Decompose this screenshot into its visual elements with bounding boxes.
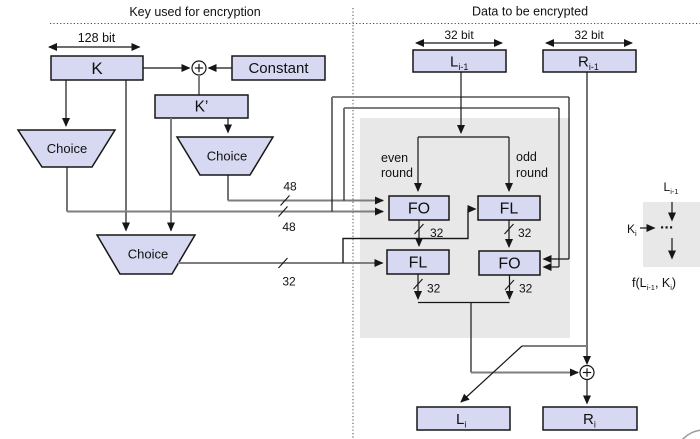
bus-48-wrap-outer <box>331 96 570 263</box>
mini-dots: ··· <box>660 220 674 237</box>
corner-arc <box>681 429 700 439</box>
bus-32-label: 32 <box>282 275 296 289</box>
fl-top-label: FL <box>500 201 519 218</box>
choice-b-trapezoid <box>175 136 275 176</box>
right-section-title: Data to be encrypted <box>472 5 588 19</box>
choice-c-trapezoid <box>95 234 197 275</box>
odd-round-label-1: odd <box>516 150 537 164</box>
bus-48-top-label: 48 <box>283 180 297 194</box>
l-output-label: Li <box>456 411 466 430</box>
bus-width-32-left-label: 32 bit <box>444 28 474 42</box>
bus-48-bottom-label: 48 <box>282 220 296 234</box>
slash-fl-bottom <box>413 278 423 290</box>
bus32-fl-bottom-label: 32 <box>427 282 441 296</box>
even-round-label-1: even <box>381 151 408 165</box>
xor-data-icon <box>579 364 595 381</box>
slash-fo-top <box>414 223 424 235</box>
bus32-fo-top-label: 32 <box>430 226 444 240</box>
key-kprime-label: K’ <box>195 99 209 116</box>
mini-l-label: Li-1 <box>664 180 679 196</box>
choice-c-label: Choice <box>128 247 168 262</box>
choice-b-label: Choice <box>207 149 247 164</box>
fl-bottom-label: FL <box>409 255 428 272</box>
even-round-label-2: round <box>381 166 413 180</box>
l-input-box <box>412 49 507 73</box>
bus-width-128-label: 128 bit <box>78 31 116 45</box>
slash-32-left <box>278 257 288 269</box>
wire-swap-diagonal <box>460 345 523 403</box>
mini-k-label: Ki <box>627 222 637 238</box>
bus32-fo-bottom-label: 32 <box>519 282 533 296</box>
slash-fo-bottom <box>504 279 515 291</box>
key-k-label: K <box>91 59 103 78</box>
bus-48-wrap-inner <box>343 107 560 271</box>
r-input-label: Ri-1 <box>578 54 599 73</box>
key-kprime-box <box>154 94 249 119</box>
bus32-fl-top-label: 32 <box>518 226 532 240</box>
slash-48-top <box>280 195 290 206</box>
slash-48-bottom <box>278 206 288 217</box>
bus-width-32-right-label: 32 bit <box>574 28 604 42</box>
slash-fl-top <box>504 223 514 235</box>
fo-bottom-label: FO <box>498 256 520 273</box>
l-output-box <box>416 406 511 431</box>
choice-a-label: Choice <box>47 141 87 156</box>
r-input-box <box>542 49 637 73</box>
fo-top-box <box>388 195 450 221</box>
bus-48-from-choice-a <box>66 167 384 216</box>
constant-box <box>231 55 326 81</box>
left-section-title: Key used for encryption <box>129 5 260 19</box>
bus-32-from-choice-c <box>178 205 477 267</box>
r-output-box <box>542 406 638 431</box>
mini-f-label: f(Li-1, Ki) <box>632 276 676 292</box>
choice-a-trapezoid <box>16 129 117 168</box>
constant-label: Constant <box>248 60 309 77</box>
bus-48-from-choice-b <box>227 175 384 205</box>
xor-key-icon <box>191 60 207 76</box>
fo-top-label: FO <box>408 201 430 218</box>
odd-round-label-2: round <box>516 166 548 180</box>
l-input-label: Li-1 <box>450 54 468 73</box>
r-output-label: Ri <box>583 411 596 430</box>
round-function-panel <box>360 118 570 338</box>
